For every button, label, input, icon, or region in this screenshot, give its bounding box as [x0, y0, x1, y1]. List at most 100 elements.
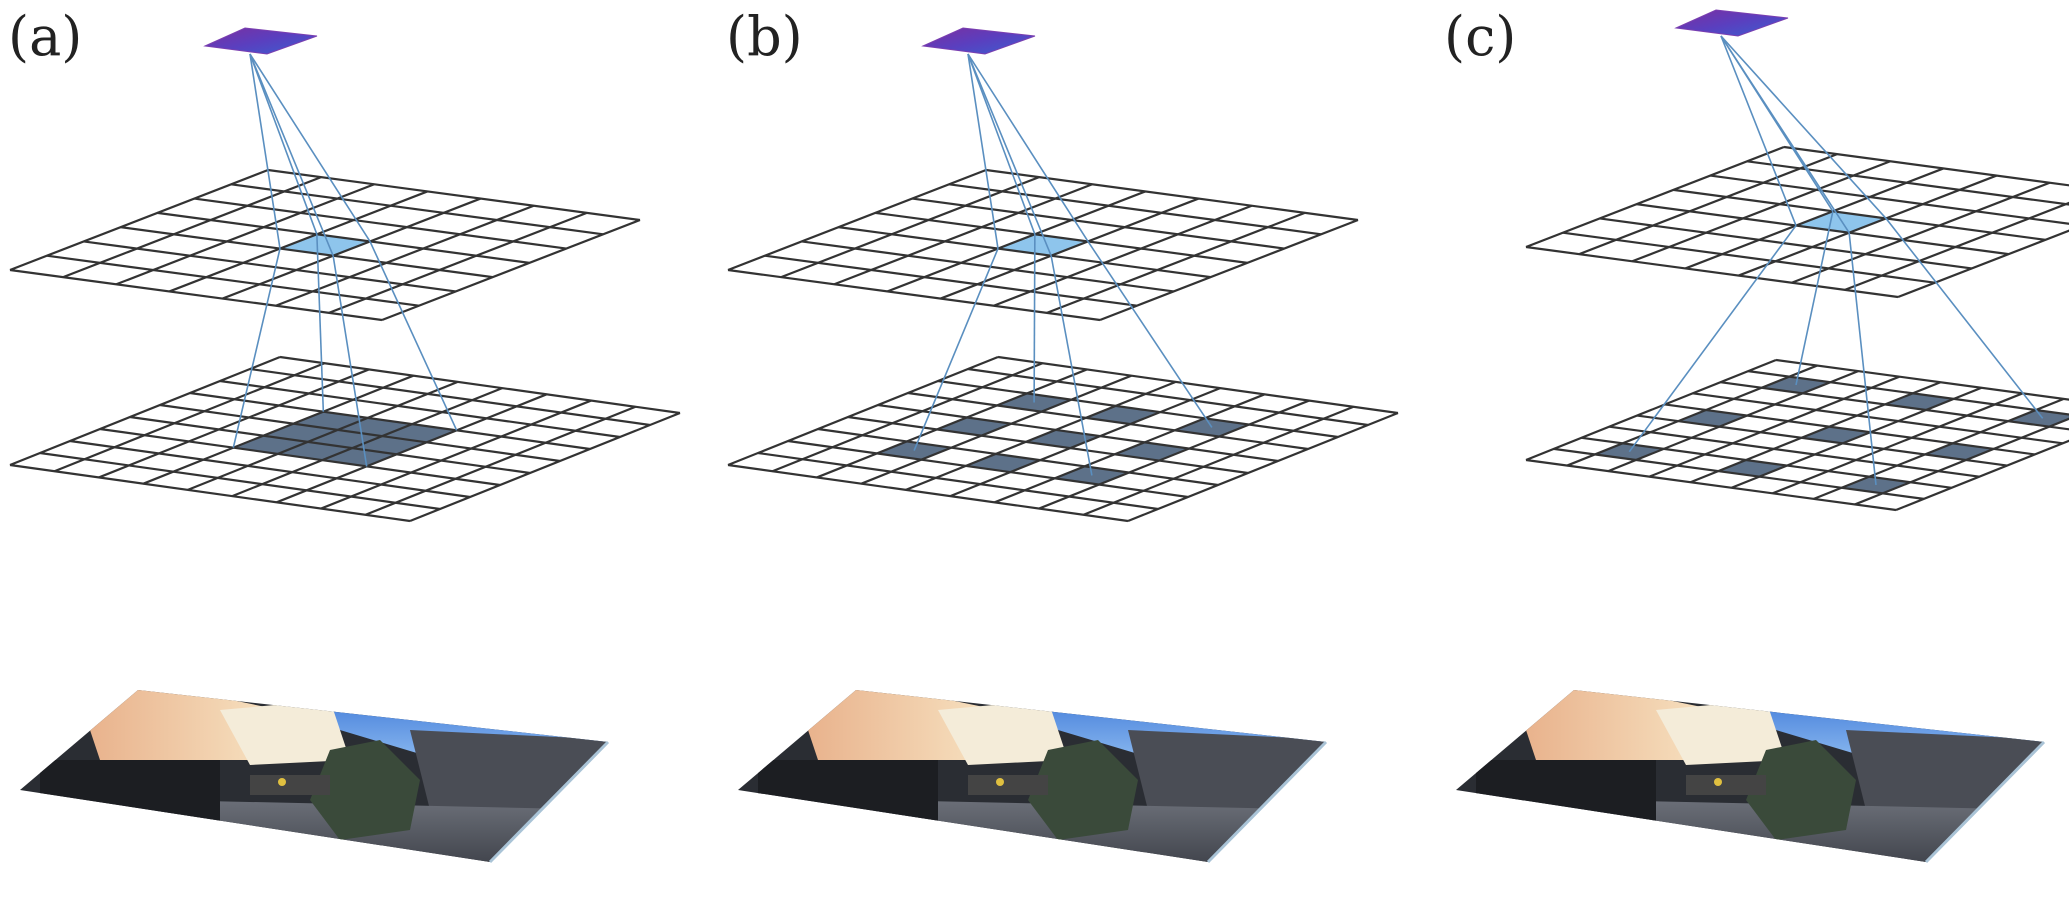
grid-line — [1746, 160, 2069, 206]
ray — [913, 248, 999, 451]
ray — [967, 53, 999, 249]
grid-line — [833, 183, 1093, 286]
grid-line — [787, 439, 1189, 499]
kernel-tap-cell — [936, 417, 1012, 436]
grid-line — [194, 197, 567, 250]
grid-line — [365, 405, 636, 516]
grid-line — [912, 197, 1285, 250]
grid-line — [817, 427, 1219, 487]
ray — [967, 53, 1089, 242]
ray — [232, 248, 281, 448]
panel-c: (c) — [1444, 5, 2069, 864]
grid-line — [1566, 364, 1818, 467]
grid-line — [994, 393, 1266, 504]
ray — [1050, 255, 1093, 476]
photo-yellow-car — [278, 778, 286, 786]
selected-cell — [280, 234, 370, 256]
grid-line — [1525, 358, 1777, 462]
kernel-tap-cell — [1884, 393, 1954, 410]
grid-line — [99, 427, 501, 487]
photo-taillight — [843, 817, 853, 827]
grid-line — [157, 211, 530, 264]
kernel-tap-cell — [1085, 405, 1161, 425]
grid-line — [1772, 392, 2024, 495]
photo-parked-cars — [250, 775, 330, 795]
receptive-field-rays — [913, 53, 1213, 476]
grid-line — [279, 355, 681, 415]
panel-label: (b) — [726, 5, 803, 68]
ray — [369, 241, 458, 431]
grid-line — [1525, 458, 1897, 512]
grid-line — [757, 451, 1159, 511]
output-cell — [1674, 9, 1789, 37]
kernel-tap-cell — [1025, 429, 1101, 449]
ray — [1848, 232, 1877, 486]
grid-line — [1844, 201, 2069, 291]
grid-line — [1636, 203, 2009, 256]
grid-line — [115, 183, 375, 286]
grid-line — [320, 399, 592, 510]
photo-edge — [1206, 740, 1328, 864]
grid-line — [838, 226, 1211, 279]
middle-grid-lines — [727, 168, 1359, 322]
grid-line — [159, 403, 561, 463]
photo-building-left — [1516, 690, 1716, 760]
grid-line — [727, 355, 999, 467]
grid-line — [409, 411, 681, 523]
grid-line — [1631, 160, 1891, 263]
grid-line — [328, 211, 588, 314]
input-feature-map — [1525, 358, 2069, 512]
grid-line — [142, 374, 414, 485]
grid-line — [1525, 145, 1785, 249]
grid-line — [276, 393, 548, 504]
middle-feature-map — [1525, 145, 2069, 299]
middle-feature-map — [9, 168, 641, 322]
ray — [1885, 217, 2044, 419]
grid-line — [9, 463, 411, 523]
photo-taillight — [125, 817, 135, 827]
grid-line — [219, 379, 621, 439]
grid-line — [1648, 375, 1900, 478]
grid-line — [222, 197, 481, 300]
grid-line — [1692, 392, 2063, 445]
grid-line — [1664, 403, 2036, 456]
kernel-tap-cell — [1114, 442, 1190, 461]
grid-line — [9, 355, 281, 467]
grid-line — [780, 176, 1040, 279]
ray — [967, 53, 1036, 235]
grid-line — [937, 379, 1339, 439]
ray — [1720, 35, 1797, 226]
grid-line — [907, 391, 1309, 451]
grid-line — [1673, 188, 2046, 241]
grid-line — [727, 268, 1101, 322]
grid-line — [1578, 153, 1838, 256]
grid-line — [1897, 229, 2069, 299]
input-feature-map — [727, 355, 1399, 523]
grid-line — [231, 387, 503, 498]
ray — [1033, 234, 1036, 403]
grid-line — [948, 183, 1322, 236]
grid-line — [1748, 370, 2069, 416]
ray — [249, 53, 318, 235]
grid-line — [69, 439, 471, 499]
grid-line — [727, 168, 987, 272]
kernel-tap-cell — [1718, 460, 1788, 477]
grid-line — [1895, 439, 2069, 512]
grid-line — [1083, 405, 1354, 516]
photo-building-white — [1656, 700, 1786, 765]
street-photo — [20, 690, 610, 864]
grid-line — [189, 391, 591, 451]
kernel-tap-cell — [1924, 443, 1994, 460]
receptive-field-rays — [1628, 35, 2044, 486]
photo-yellow-car — [1714, 778, 1722, 786]
photo-taillight — [1561, 817, 1571, 827]
output-cell — [921, 27, 1036, 55]
grid-line — [877, 403, 1279, 463]
photo-tree — [1746, 740, 1856, 840]
grid-line — [1783, 145, 2069, 187]
photo-tree — [310, 740, 420, 840]
ray — [249, 53, 371, 242]
grid-line — [1813, 397, 2065, 500]
input-grid-lines — [1525, 358, 2069, 512]
grid-line — [1553, 447, 1924, 500]
